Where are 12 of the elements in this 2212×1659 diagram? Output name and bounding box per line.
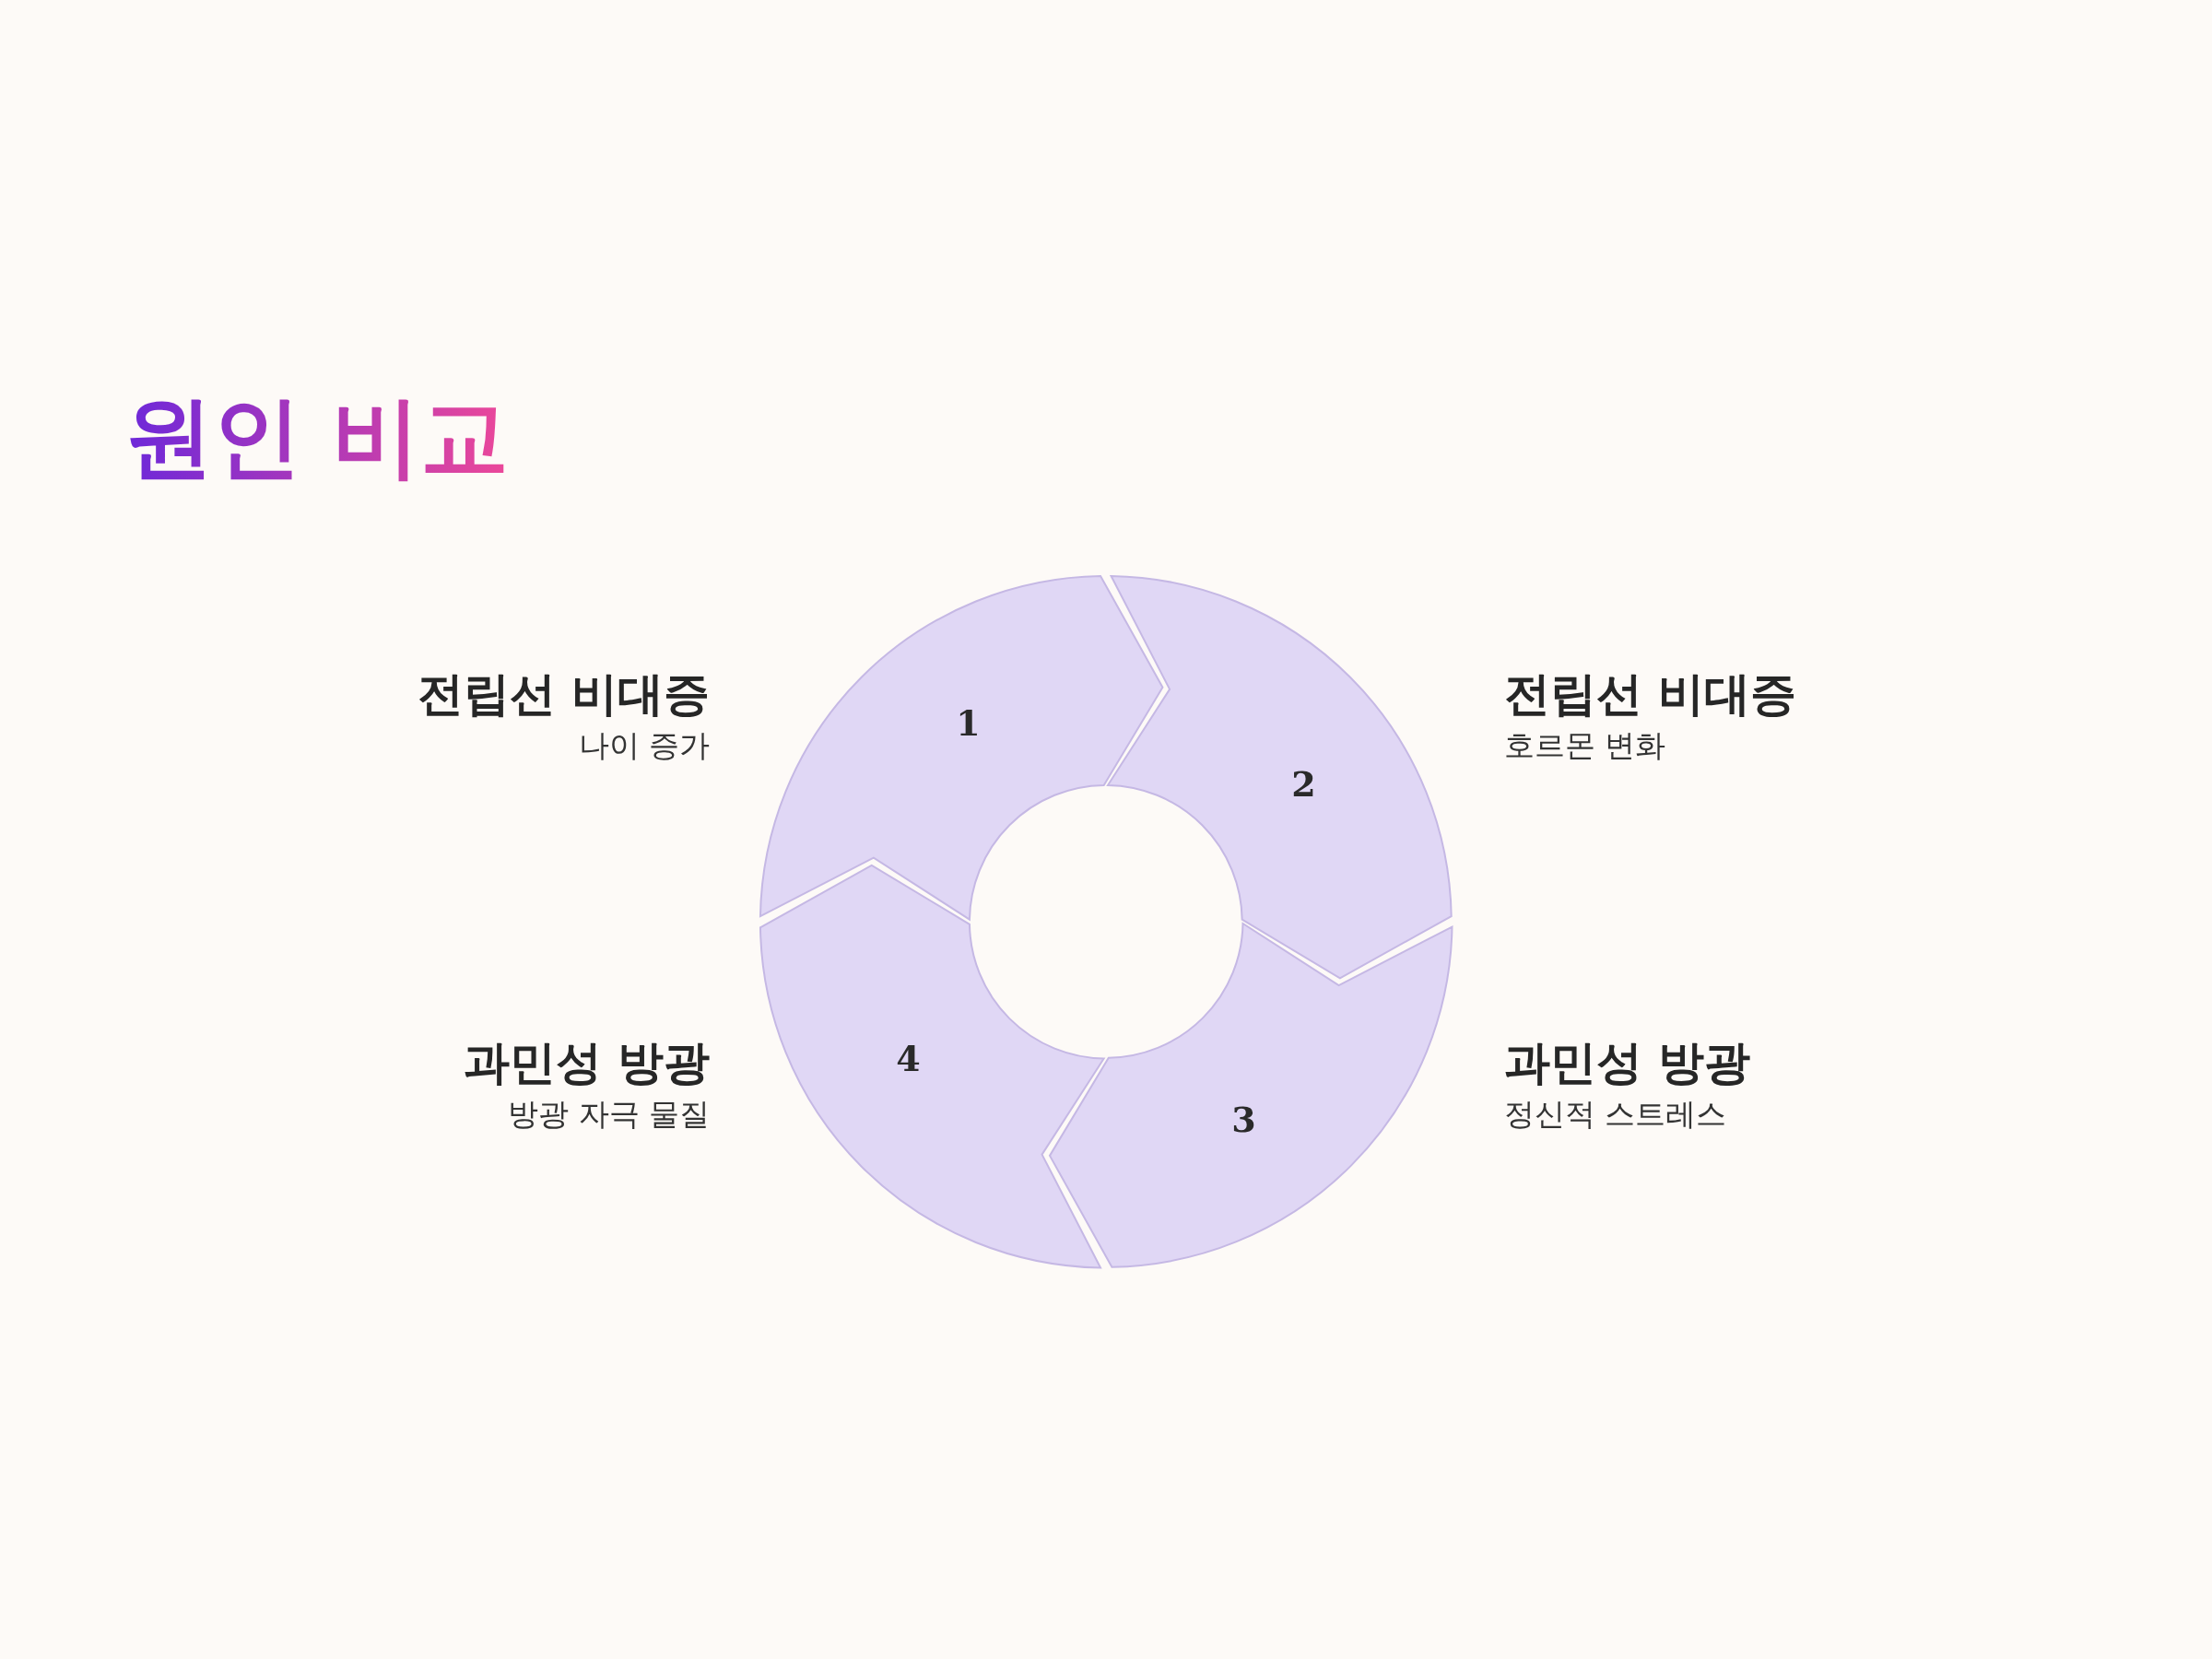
cause-heading: 과민성 방광: [462, 1035, 710, 1091]
step-number: 4: [896, 1041, 921, 1077]
cause-description: 정신적 스트레스: [1504, 1096, 1728, 1133]
cause-heading: 과민성 방광: [1504, 1035, 1752, 1091]
step-number: 3: [1231, 1101, 1256, 1137]
cause-heading: 전립선 비대증: [1504, 666, 1798, 723]
cause-description: 호르몬 변화: [1504, 727, 1667, 764]
step-number: 2: [1291, 766, 1316, 802]
step-number: 1: [956, 706, 981, 742]
cause-description: 나이 증가: [577, 727, 710, 764]
cause-description: 방광 자극 물질: [507, 1096, 710, 1133]
cause-heading: 전립선 비대증: [416, 666, 710, 723]
